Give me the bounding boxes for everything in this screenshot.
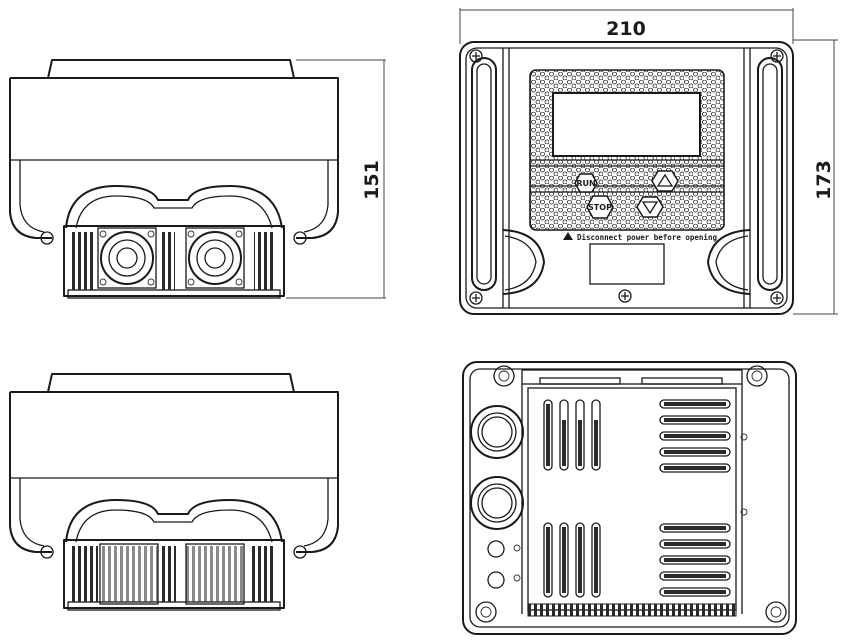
run-key[interactable]: RUN	[574, 173, 598, 193]
dim-label-210: 210	[606, 18, 646, 40]
up-key[interactable]	[651, 170, 679, 192]
corner-screws	[469, 49, 784, 305]
horizontal-vent-slots	[659, 399, 731, 597]
heatsink-fins	[72, 232, 276, 290]
stop-key[interactable]: STOP	[586, 195, 614, 219]
cable-gland-2	[470, 476, 524, 530]
back-view	[462, 361, 797, 635]
dim-label-173: 173	[813, 160, 835, 200]
knockout-1	[487, 540, 505, 558]
run-key-label: RUN	[576, 179, 595, 188]
warning-text: Disconnect power before opening	[577, 233, 717, 242]
down-arrow-icon	[641, 201, 659, 215]
cooling-fan-left	[97, 227, 157, 289]
side-view-top: 151	[9, 59, 386, 299]
stop-key-label: STOP	[588, 203, 612, 212]
front-view: 210 173	[459, 8, 838, 315]
cable-gland-1	[470, 405, 524, 459]
terminal-cover-window	[589, 243, 665, 285]
dimension-151: 151	[286, 59, 386, 299]
up-arrow-icon	[656, 173, 674, 187]
warning-label: Disconnect power before opening	[563, 232, 717, 242]
dim-label-151: 151	[361, 160, 383, 200]
dimension-210: 210	[459, 8, 794, 44]
vertical-vent-slots	[543, 399, 601, 598]
knockout-2	[487, 571, 505, 589]
warning-icon	[563, 232, 573, 240]
down-key[interactable]	[636, 196, 664, 218]
dimension-173: 173	[793, 39, 838, 315]
cooling-fan-right	[185, 227, 245, 289]
lcd-display	[552, 92, 701, 157]
heatsink-fins-dense	[72, 546, 276, 602]
side-view-bottom	[9, 373, 339, 611]
